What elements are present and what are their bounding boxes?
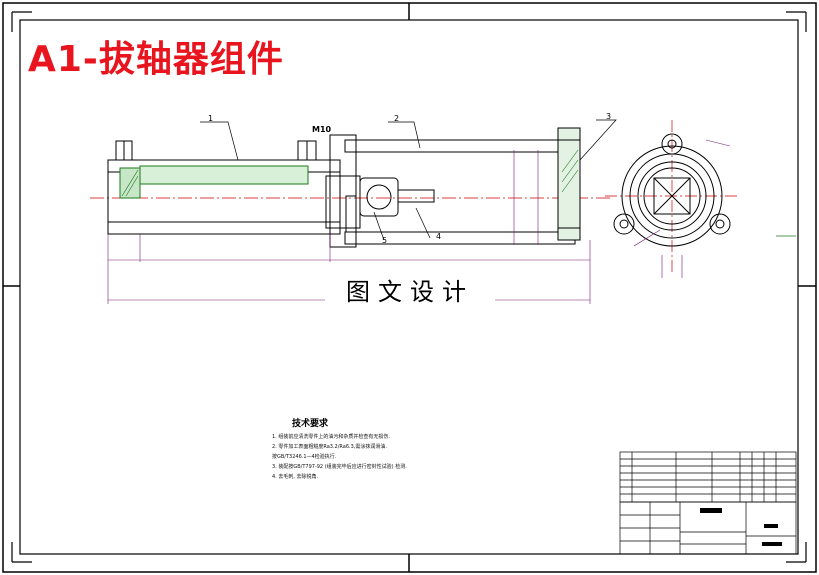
callout-1: 1 xyxy=(208,114,214,123)
tech-line-2: 2. 零件加工表面粗糙度Ra3.2/Ra6.3,需涂抹润滑油. xyxy=(272,444,387,450)
watermark-text: 图文设计 xyxy=(325,270,495,308)
title-block xyxy=(619,451,797,555)
technical-requirements: 技术要求 1. 组装前应清洗零件上的油污和杂质并检查有无损伤. 2. 零件加工表… xyxy=(272,416,407,482)
title-block-fill xyxy=(700,508,782,546)
tech-line-3: 按GB/T3246.1—4检验执行. xyxy=(272,454,337,460)
end-view xyxy=(605,120,796,278)
callout-3: 3 xyxy=(606,112,612,121)
trim-marks xyxy=(11,11,807,563)
callout-5: 5 xyxy=(382,236,388,245)
callout-2: 2 xyxy=(394,114,400,123)
drawing-title: A1-拔轴器组件 xyxy=(28,39,284,80)
leader-lines xyxy=(200,119,617,241)
thread-label: M10 xyxy=(312,125,332,134)
tech-heading: 技术要求 xyxy=(292,419,329,429)
tech-line-1: 1. 组装前应清洗零件上的油污和杂质并检查有无损伤. xyxy=(272,434,390,440)
callout-4: 4 xyxy=(436,232,442,241)
tech-line-5: 4. 去毛刺, 去除锐角. xyxy=(272,474,319,480)
tech-line-4: 3. 装配按GB/T797-92 (组装完毕后应进行密封性试验) 检测. xyxy=(272,464,407,470)
assembly-view xyxy=(90,127,612,248)
